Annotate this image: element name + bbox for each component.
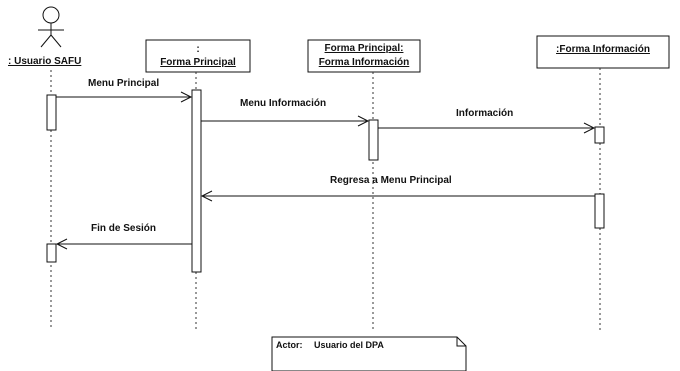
activation-bar-forma-informacion-2 — [594, 193, 605, 229]
lifeline-label-forma-informacion: :Forma Información — [556, 44, 650, 55]
note-box — [271, 336, 467, 371]
message-arrow-fin-de-sesion — [55, 238, 192, 250]
message-label-menu-informacion: Menu Información — [240, 98, 326, 109]
lifeline-label-forma-principal: Forma Principal — [160, 57, 236, 68]
message-label-menu-principal: Menu Principal — [88, 78, 159, 89]
note-label: Actor: — [276, 340, 303, 350]
activation-bar-actor-2 — [46, 243, 57, 263]
lifeline-box-forma-principal — [145, 39, 251, 73]
actor-label: : Usuario SAFU — [8, 56, 81, 67]
message-arrow-menu-informacion — [201, 115, 370, 127]
actor-figure — [38, 6, 64, 48]
activation-bar-forma-informacion-principal — [368, 119, 379, 161]
lifeline-label-forma-informacion-principal: Forma Información — [319, 57, 410, 68]
message-arrow-regresa-menu-principal — [200, 190, 595, 202]
activation-bar-actor-1 — [46, 94, 57, 131]
message-arrow-menu-principal — [56, 91, 193, 103]
message-label-fin-de-sesion: Fin de Sesión — [91, 223, 156, 234]
activation-bar-forma-informacion-1 — [594, 126, 605, 144]
message-arrow-informacion — [378, 122, 596, 134]
lifeline-colon-forma-principal: : — [196, 44, 199, 55]
lifeline-box-forma-informacion — [536, 35, 670, 69]
activation-bar-forma-principal — [191, 89, 202, 273]
note-value: Usuario del DPA — [314, 340, 384, 350]
message-label-informacion: Información — [456, 108, 513, 119]
message-label-regresa-menu-principal: Regresa a Menu Principal — [330, 175, 452, 186]
lifeline-label-top-forma-informacion-principal: Forma Principal: — [325, 43, 404, 54]
lifeline-box-forma-informacion-principal — [307, 39, 421, 73]
